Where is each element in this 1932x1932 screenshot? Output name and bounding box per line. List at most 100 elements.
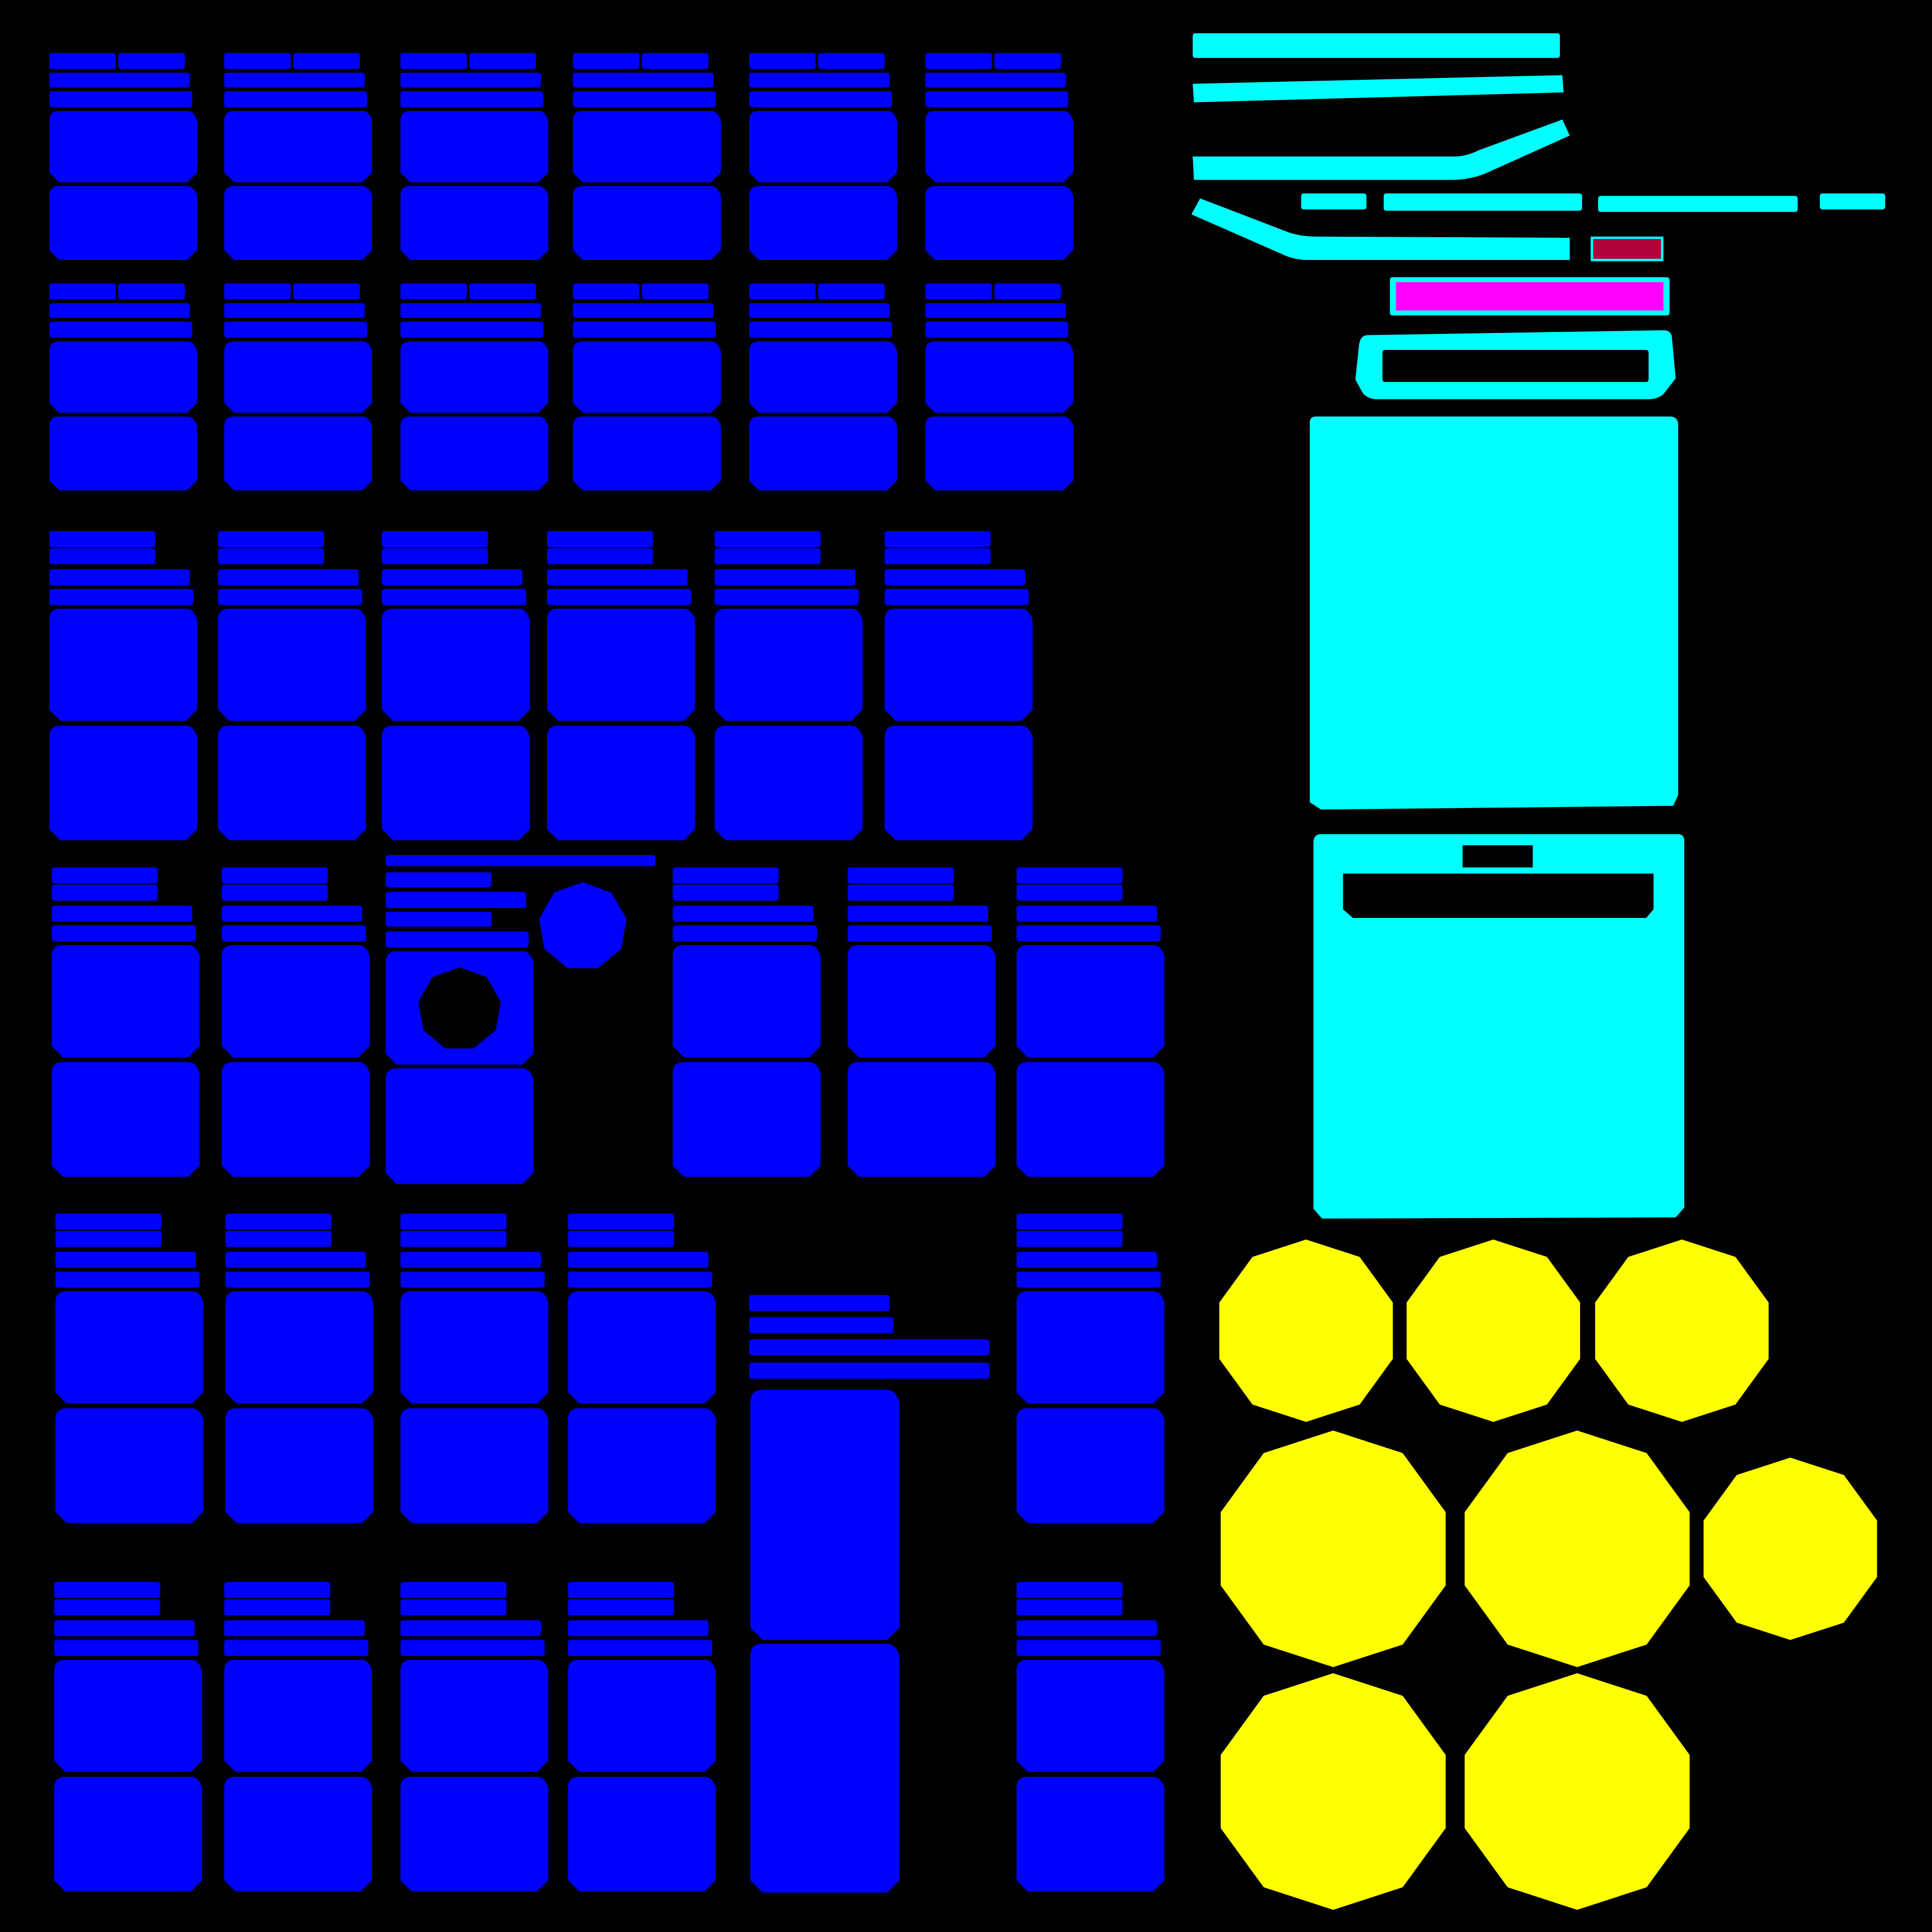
strip — [49, 53, 116, 69]
strip — [400, 53, 467, 69]
strip — [573, 283, 640, 300]
strip — [118, 283, 185, 300]
strip — [385, 892, 526, 908]
knob-islands — [1219, 1239, 1877, 1910]
strip — [1016, 1231, 1123, 1247]
knob-island — [1219, 1239, 1393, 1422]
strip — [54, 1599, 160, 1616]
face — [673, 945, 821, 1058]
face — [49, 341, 197, 413]
strip — [222, 906, 362, 922]
strip — [400, 1620, 541, 1637]
strip — [715, 531, 821, 547]
face — [224, 1776, 372, 1891]
strip — [54, 1582, 160, 1599]
strip — [400, 321, 543, 338]
case-panel — [1313, 834, 1684, 1219]
face — [400, 341, 549, 413]
knob-island — [1220, 1673, 1446, 1910]
face — [884, 608, 1033, 721]
strip — [54, 1640, 199, 1656]
strip — [400, 1252, 541, 1268]
strip — [673, 906, 814, 922]
strip — [641, 283, 709, 300]
case-strip — [1820, 193, 1885, 210]
strip — [568, 1231, 674, 1247]
strip — [994, 283, 1061, 300]
face — [925, 416, 1074, 491]
strip — [293, 283, 360, 300]
strip — [385, 912, 492, 927]
strip — [218, 569, 359, 585]
strip — [547, 548, 653, 565]
face — [224, 341, 372, 413]
strip — [568, 1252, 709, 1268]
strip — [224, 303, 365, 318]
strip — [55, 1271, 200, 1288]
strip — [224, 1640, 369, 1656]
strip — [884, 569, 1025, 585]
strip — [715, 548, 821, 565]
strip — [400, 303, 541, 318]
strip — [382, 531, 488, 547]
case-frame-hole — [1382, 350, 1649, 382]
strip — [469, 283, 536, 300]
strip — [400, 1271, 545, 1288]
face — [49, 416, 197, 491]
strip — [49, 589, 194, 605]
face — [568, 1776, 716, 1891]
strip — [400, 91, 543, 108]
face — [224, 1659, 372, 1772]
strip — [848, 906, 989, 922]
strip — [573, 91, 716, 108]
strip — [715, 589, 859, 605]
face — [1016, 1291, 1165, 1404]
face — [749, 111, 897, 183]
strip — [1016, 925, 1161, 941]
strip — [293, 53, 360, 69]
strip — [1016, 906, 1157, 922]
strip — [224, 1620, 365, 1637]
face — [573, 416, 721, 491]
strip — [222, 884, 328, 901]
strip — [51, 884, 158, 901]
strip — [382, 548, 488, 565]
strip — [848, 867, 954, 883]
face — [568, 1408, 716, 1523]
strip — [224, 91, 367, 108]
face — [400, 416, 549, 491]
strip — [224, 283, 291, 300]
strip — [400, 73, 541, 88]
strip — [225, 1231, 332, 1247]
strip — [400, 1231, 507, 1247]
face — [218, 608, 366, 721]
face — [673, 1062, 821, 1177]
face — [925, 341, 1074, 413]
face — [224, 416, 372, 491]
strip — [224, 1582, 331, 1599]
strip — [673, 867, 779, 883]
strip — [49, 303, 190, 318]
strip — [1016, 1620, 1157, 1637]
strip — [225, 1214, 332, 1230]
case-strip — [1383, 193, 1582, 211]
strip — [55, 1231, 162, 1247]
case-strip — [1192, 33, 1560, 58]
strip — [884, 548, 991, 565]
face — [225, 1408, 374, 1523]
face — [385, 1068, 534, 1184]
case-strip — [1192, 75, 1564, 102]
knob-cap-top — [539, 882, 627, 968]
strip — [1016, 1599, 1123, 1616]
face — [49, 608, 197, 721]
face — [547, 608, 695, 721]
strip — [385, 872, 492, 887]
face — [1016, 1659, 1165, 1772]
keycap-islands — [49, 53, 1165, 1893]
strip — [547, 531, 653, 547]
face — [715, 725, 863, 841]
face — [573, 341, 721, 413]
strip — [573, 53, 640, 69]
strip — [49, 531, 156, 547]
